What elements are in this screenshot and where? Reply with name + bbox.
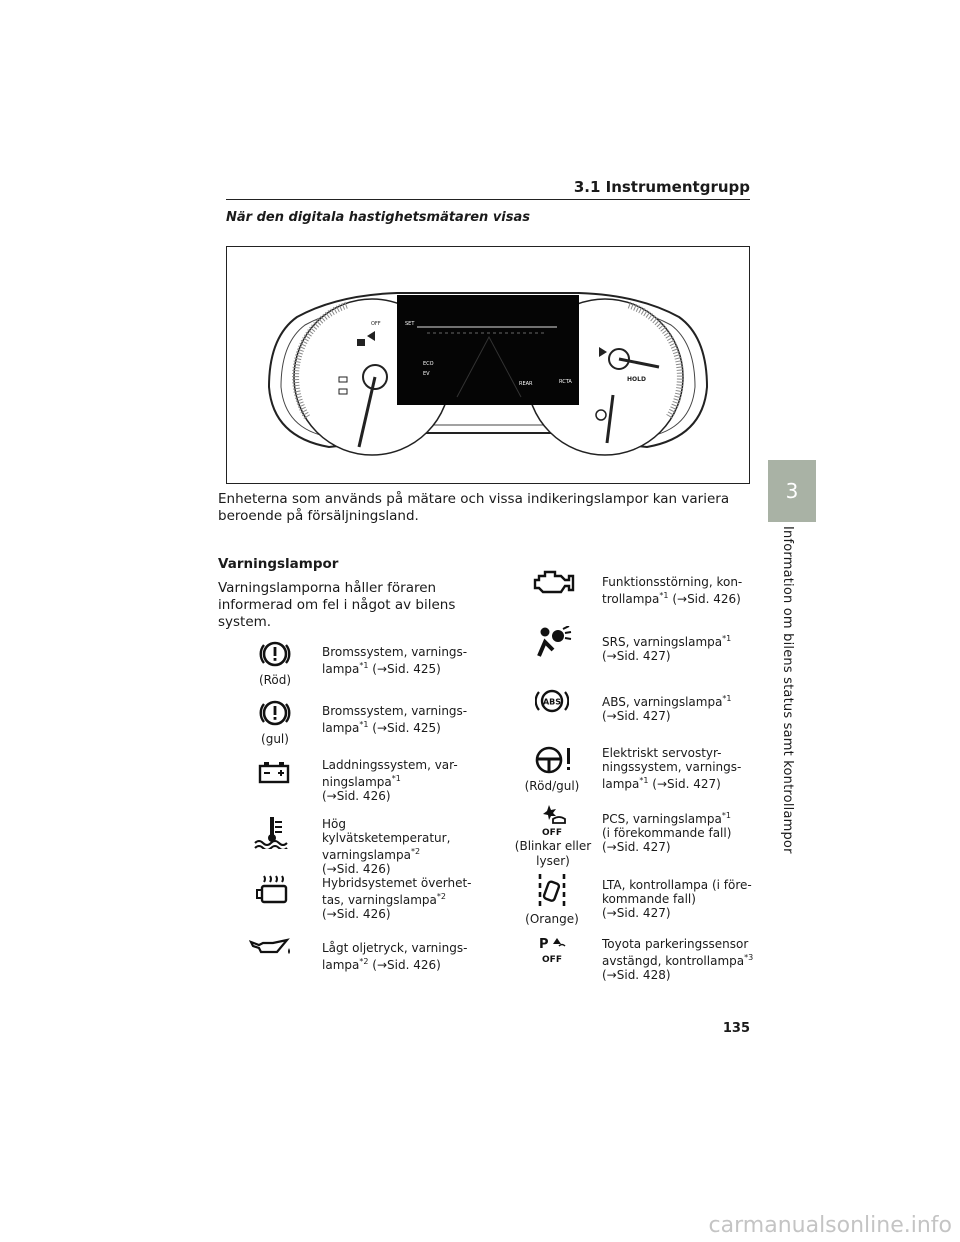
coolant-temperature-icon (252, 815, 292, 853)
header-rule (226, 199, 750, 200)
instrument-cluster-figure: SET ECO EV REAR RCTA OFF HOLD (226, 246, 750, 484)
instrument-cluster-illustration: SET ECO EV REAR RCTA OFF HOLD (267, 292, 709, 456)
warning-description: Bromssystem, varnings- lampa*1 (→Sid. 42… (322, 704, 468, 735)
warning-description: SRS, varningslampa*1(→Sid. 427) (602, 634, 732, 663)
warning-caption: (Röd) (258, 673, 292, 687)
cluster-hold-label: HOLD (627, 376, 646, 383)
warning-lights-lead: Varningslamporna håller föraren informer… (218, 580, 456, 630)
warning-description: Elektriskt servostyr- ningssystem, varni… (602, 746, 742, 791)
pcs-off-icon: OFF (534, 803, 570, 841)
svg-text:OFF: OFF (542, 828, 562, 837)
warning-caption: (Röd/gul) (524, 779, 580, 793)
svg-text:ABS: ABS (543, 698, 561, 707)
page-header-title: 3.1 Instrumentgrupp (573, 178, 750, 196)
warning-lights-heading: Varningslampor (218, 556, 339, 572)
cluster-eco-label: ECO (423, 361, 434, 367)
warning-description: Hybridsystemet överhet- tas, varningslam… (322, 876, 472, 921)
cluster-ev-label: EV (423, 371, 430, 377)
oil-pressure-icon (248, 936, 294, 964)
parking-sensor-off-icon: P OFF (534, 934, 570, 968)
page-number: 135 (722, 1021, 750, 1036)
warning-description: Laddningssystem, var- ningslampa*1(→Sid.… (322, 758, 458, 803)
warning-description: Lågt oljetryck, varnings- lampa*2 (→Sid.… (322, 941, 468, 972)
brake-warning-red-icon (258, 638, 292, 674)
cluster-rcta-label: RCTA (559, 379, 572, 385)
airbag-srs-icon (532, 625, 574, 662)
cluster-off-label: OFF (371, 321, 381, 327)
section-heading: När den digitala hastighetsmätaren visas (226, 210, 531, 225)
warning-caption: (gul) (261, 732, 289, 746)
lta-icon (534, 872, 570, 912)
warning-description: Bromssystem, varnings- lampa*1 (→Sid. 42… (322, 645, 468, 676)
warning-description: ABS, varningslampa*1(→Sid. 427) (602, 694, 732, 723)
chapter-tab: 3 (768, 460, 816, 522)
abs-icon: ABS (534, 686, 570, 720)
warning-description: Hög kylvätsketemperatur, varningslampa*2… (322, 817, 451, 876)
hybrid-overheat-icon (254, 874, 292, 910)
warning-description: Toyota parkeringssensor avstängd, kontro… (602, 937, 754, 982)
watermark: carmanualsonline.info (708, 1213, 952, 1238)
cluster-set-label: SET (405, 321, 415, 327)
cluster-rear-label: REAR (519, 381, 533, 387)
warning-caption: (Blinkar eller lyser) (514, 839, 592, 868)
svg-text:P: P (539, 937, 549, 952)
power-steering-icon (532, 744, 574, 780)
check-engine-icon (530, 568, 576, 600)
svg-text:OFF: OFF (542, 955, 562, 964)
center-display (397, 295, 579, 405)
brake-warning-yellow-icon (258, 697, 292, 733)
battery-icon (256, 760, 292, 788)
warning-caption: (Orange) (525, 912, 579, 926)
chapter-side-title: Information om bilens status samt kontro… (780, 526, 795, 854)
warning-description: LTA, kontrollampa (i före- kommande fall… (602, 878, 752, 920)
warning-description: Funktionsstörning, kon- trollampa*1 (→Si… (602, 575, 743, 606)
intro-paragraph: Enheterna som används på mätare och viss… (218, 491, 730, 524)
warning-description: PCS, varningslampa*1(i förekommande fall… (602, 811, 732, 854)
